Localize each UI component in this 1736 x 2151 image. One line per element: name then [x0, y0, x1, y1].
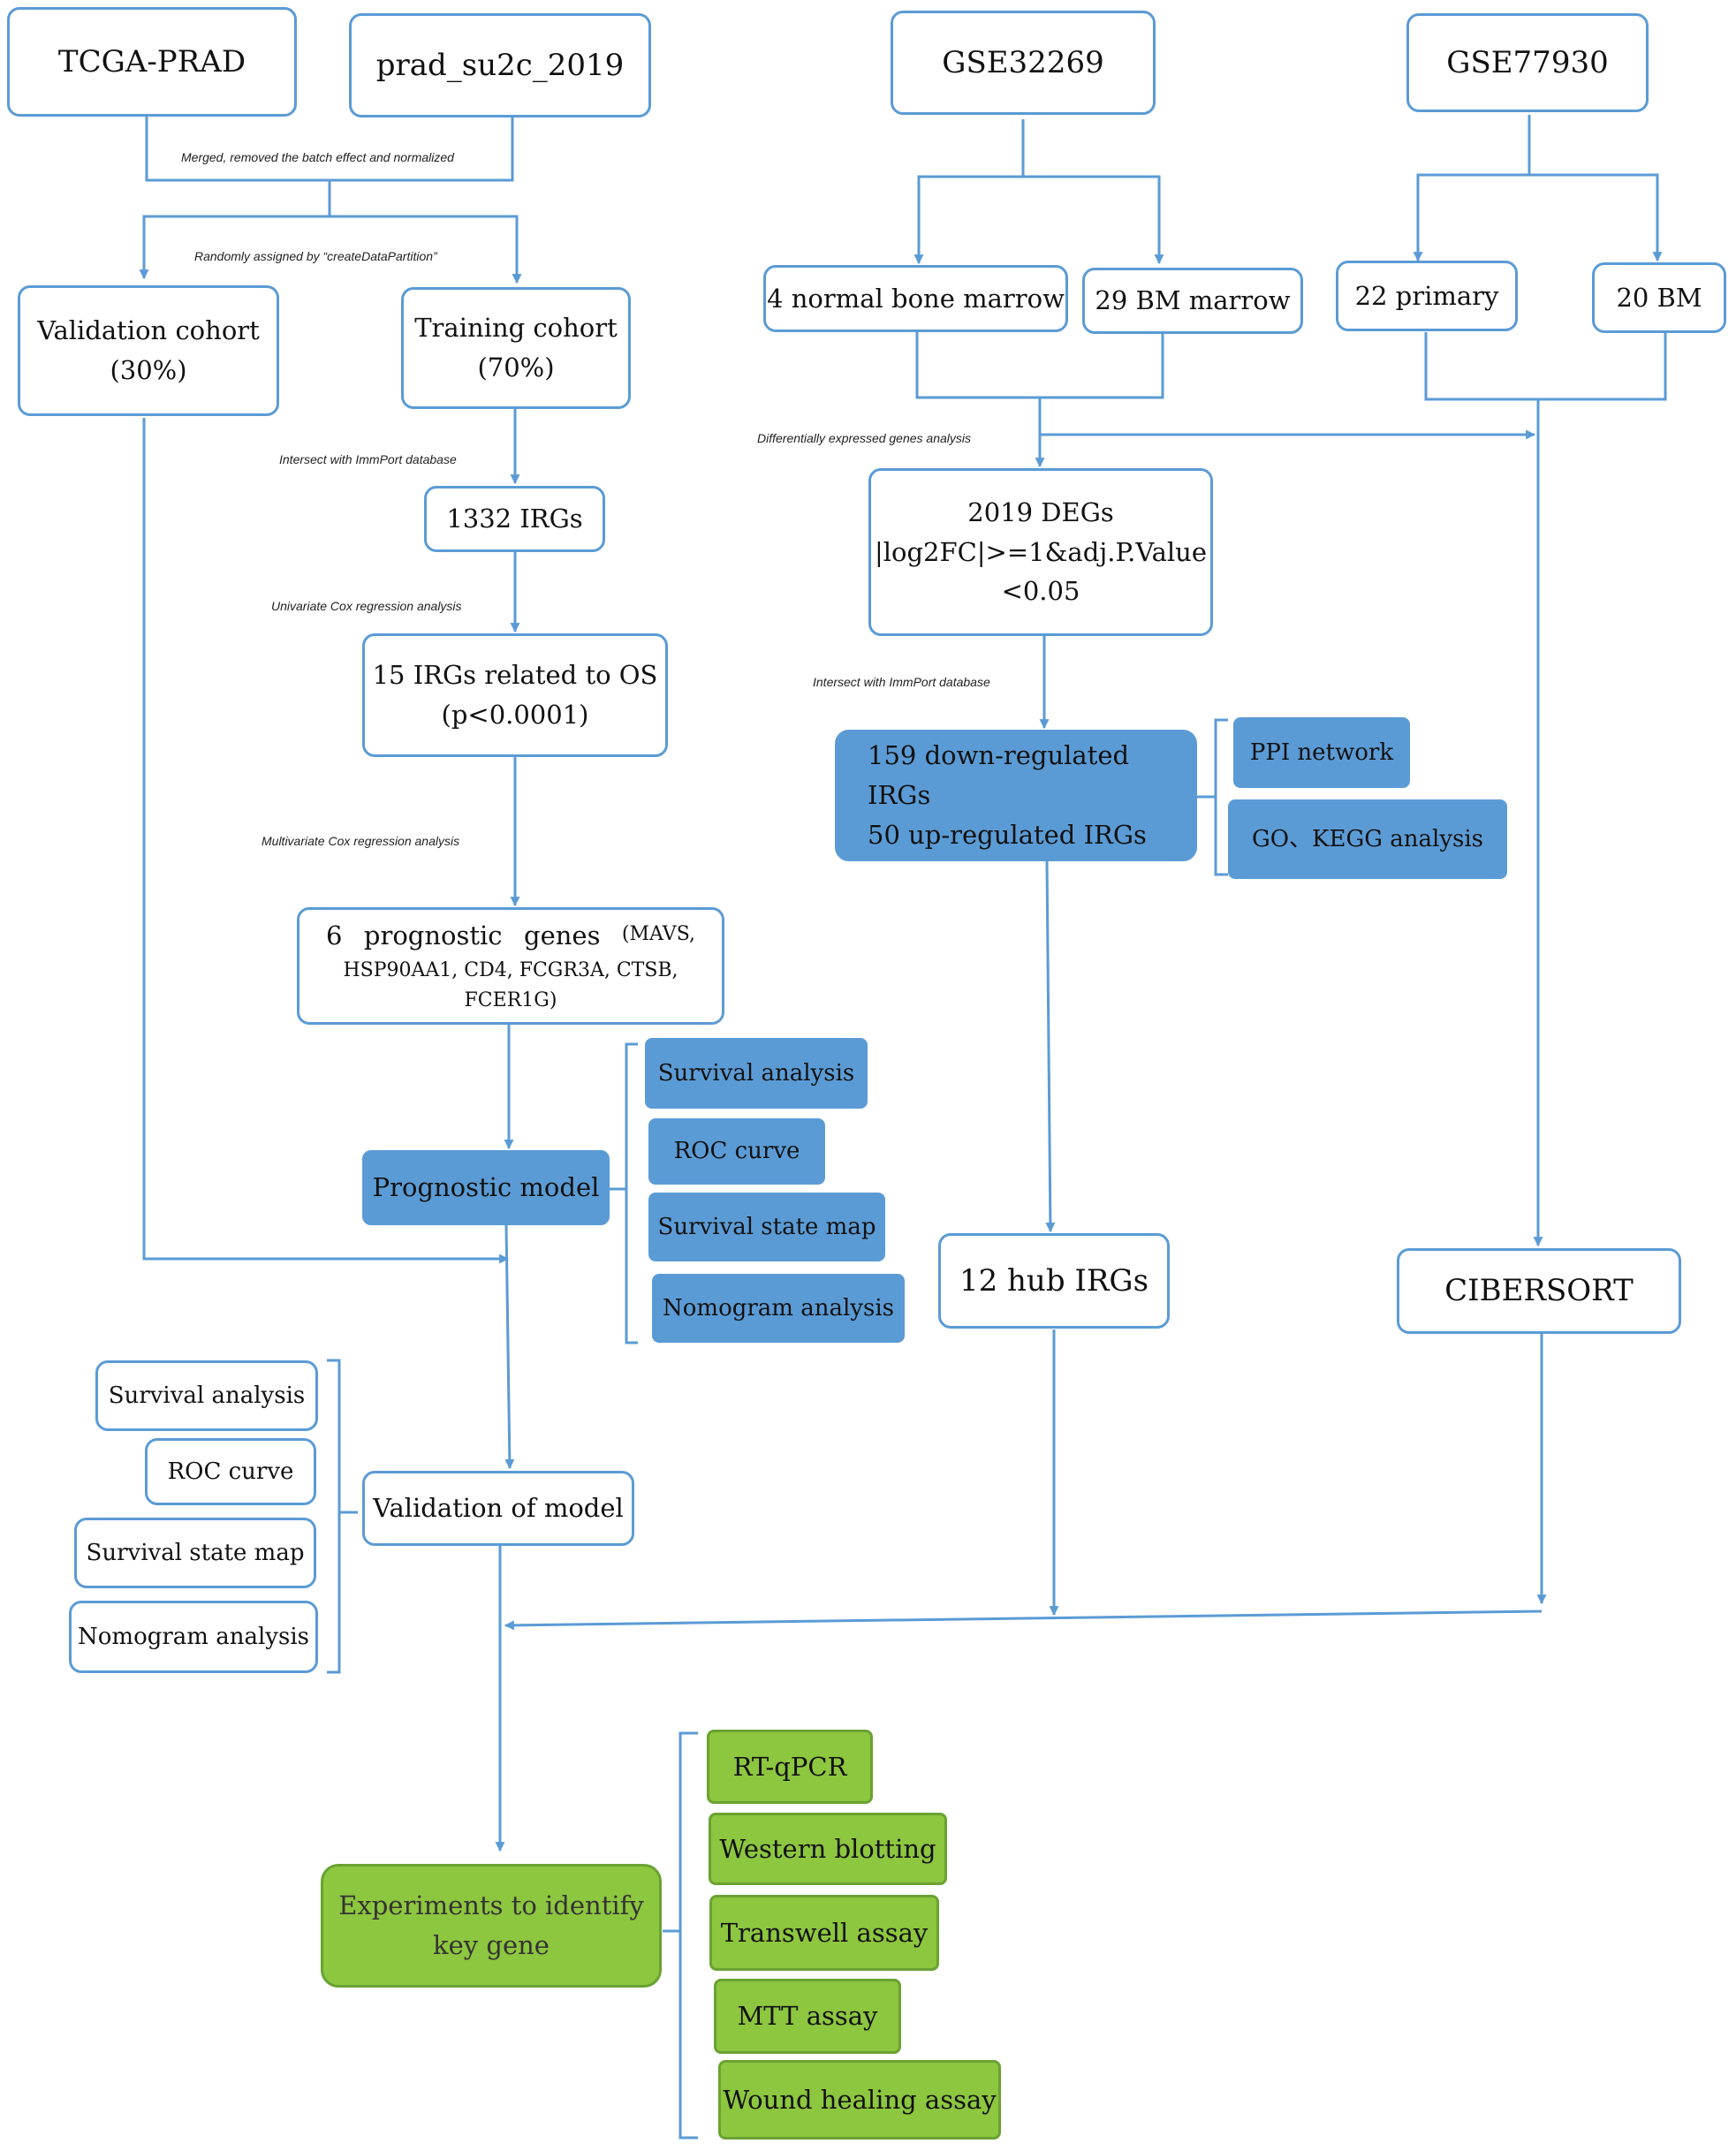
normal-bone-marrow-label: 4 normal bone marrow: [767, 283, 1065, 314]
training-cohort-box: Training cohort (70%): [401, 287, 631, 409]
up-regulated-irgs-label: 50 up-regulated IRGs: [868, 819, 1147, 850]
primary-box: 22 primary: [1336, 261, 1518, 331]
go-kegg-analysis-box: GO、KEGG analysis: [1228, 799, 1507, 879]
tcga-prad-box: TCGA-PRAD: [7, 7, 297, 117]
immport-label-right: Intersect with ImmPort database: [813, 675, 990, 689]
validation-survival-state-map-label: Survival state map: [86, 1539, 305, 1566]
irgs-1332-box: 1332 IRGs: [424, 486, 605, 552]
regulated-irgs-box: 159 down-regulated IRGs 50 up-regulated …: [835, 730, 1197, 861]
partition-label: Randomly assigned by “createDataPartitio…: [194, 249, 437, 263]
bm-marrow-label: 29 BM marrow: [1095, 285, 1291, 316]
degs-box: 2019 DEGs |log2FC|>=1&adj.P.Value <0.05: [868, 468, 1213, 636]
experiments-title-line-2: key gene: [433, 1930, 550, 1960]
degs-pvalue-threshold: <0.05: [1001, 576, 1080, 607]
go-kegg-analysis-label: GO、KEGG analysis: [1251, 825, 1484, 852]
validation-nomogram-analysis-label: Nomogram analysis: [78, 1623, 309, 1650]
merge-label: Merged, removed the batch effect and nor…: [181, 150, 454, 164]
validation-nomogram-analysis-box: Nomogram analysis: [69, 1601, 318, 1673]
univariate-label: Univariate Cox regression analysis: [271, 599, 462, 613]
hub-irgs-label: 12 hub IRGs: [959, 1262, 1149, 1299]
normal-bone-marrow-box: 4 normal bone marrow: [763, 265, 1068, 332]
model-nomogram-analysis-label: Nomogram analysis: [663, 1294, 894, 1322]
wound-healing-assay-box: Wound healing assay: [718, 2060, 1001, 2140]
cibersort-box: CIBERSORT: [1397, 1248, 1681, 1334]
model-roc-curve-box: ROC curve: [648, 1118, 825, 1185]
prognostic-genes-genes-word: genes: [524, 920, 601, 951]
transwell-assay-label: Transwell assay: [720, 1917, 929, 1948]
ppi-network-box: PPI network: [1233, 717, 1410, 788]
down-regulated-irgs-label: 159 down-regulated IRGs: [868, 740, 1130, 811]
mtt-assay-box: MTT assay: [714, 1979, 901, 2054]
gse77930-label: GSE77930: [1446, 44, 1609, 80]
wound-healing-assay-label: Wound healing assay: [723, 2084, 997, 2115]
bm-marrow-box: 29 BM marrow: [1082, 268, 1303, 334]
model-roc-curve-label: ROC curve: [673, 1138, 800, 1165]
primary-label: 22 primary: [1354, 280, 1499, 311]
validation-of-model-label: Validation of model: [373, 1493, 624, 1524]
model-survival-state-map-box: Survival state map: [648, 1193, 885, 1261]
model-nomogram-analysis-box: Nomogram analysis: [652, 1274, 905, 1343]
mtt-assay-label: MTT assay: [737, 2001, 878, 2032]
validation-cohort-percent: (30%): [110, 355, 187, 385]
irgs-1332-label: 1332 IRGs: [446, 504, 583, 534]
gse77930-box: GSE77930: [1406, 13, 1649, 112]
prad-su2c-label: prad_su2c_2019: [375, 47, 625, 83]
immport-label-left: Intersect with ImmPort database: [279, 452, 457, 466]
validation-survival-state-map-box: Survival state map: [74, 1518, 316, 1588]
validation-cohort-title: Validation cohort: [37, 315, 260, 346]
validation-survival-analysis-label: Survival analysis: [108, 1382, 306, 1409]
prognostic-genes-line-1: 6 prognostic genes (MAVS,: [326, 916, 695, 956]
transwell-assay-box: Transwell assay: [709, 1895, 939, 1971]
os-irgs-title: 15 IRGs related to OS: [372, 660, 658, 691]
prognostic-genes-list: HSP90AA1, CD4, FCGR3A, CTSB, FCER1G): [343, 958, 678, 1011]
validation-roc-curve-label: ROC curve: [167, 1458, 294, 1485]
degs-fc-threshold: |log2FC|>=1&adj.P.Value: [874, 536, 1208, 567]
experiments-box: Experiments to identify key gene: [321, 1864, 662, 1988]
degs-count: 2019 DEGs: [967, 496, 1114, 527]
validation-roc-curve-box: ROC curve: [145, 1438, 316, 1505]
validation-cohort-box: Validation cohort (30%): [18, 285, 279, 416]
hub-irgs-box: 12 hub IRGs: [938, 1233, 1170, 1329]
os-irgs-pvalue: (p<0.0001): [441, 700, 589, 730]
rt-qpcr-label: RT-qPCR: [732, 1751, 847, 1782]
western-blotting-box: Western blotting: [709, 1813, 947, 1885]
bm-20-box: 20 BM: [1592, 262, 1726, 333]
prognostic-genes-open: (MAVS,: [621, 922, 695, 945]
model-survival-analysis-box: Survival analysis: [645, 1038, 868, 1109]
multivariate-label: Multivariate Cox regression analysis: [262, 834, 460, 848]
experiments-title-line-1: Experiments to identify: [338, 1890, 644, 1921]
gse32269-box: GSE32269: [891, 11, 1156, 115]
validation-of-model-box: Validation of model: [362, 1471, 634, 1546]
western-blotting-label: Western blotting: [719, 1833, 936, 1864]
rt-qpcr-box: RT-qPCR: [707, 1730, 873, 1804]
os-irgs-box: 15 IRGs related to OS (p<0.0001): [362, 633, 668, 757]
prognostic-model-label: Prognostic model: [372, 1172, 600, 1203]
cibersort-label: CIBERSORT: [1444, 1273, 1634, 1309]
model-survival-analysis-label: Survival analysis: [657, 1059, 855, 1087]
training-cohort-percent: (70%): [477, 352, 555, 382]
prognostic-genes-box: 6 prognostic genes (MAVS, HSP90AA1, CD4,…: [297, 907, 724, 1025]
training-cohort-title: Training cohort: [414, 313, 618, 344]
bm-20-label: 20 BM: [1616, 282, 1702, 313]
ppi-network-label: PPI network: [1249, 738, 1394, 766]
prognostic-genes-word: prognostic: [363, 920, 503, 951]
prognostic-genes-count: 6: [326, 920, 343, 951]
gse32269-label: GSE32269: [942, 44, 1104, 80]
model-survival-state-map-label: Survival state map: [657, 1213, 876, 1240]
tcga-prad-label: TCGA-PRAD: [57, 43, 246, 80]
prad-su2c-box: prad_su2c_2019: [349, 13, 651, 117]
prognostic-model-box: Prognostic model: [362, 1150, 610, 1225]
validation-survival-analysis-box: Survival analysis: [95, 1360, 318, 1431]
deg-analysis-label: Differentially expressed genes analysis: [757, 431, 972, 445]
